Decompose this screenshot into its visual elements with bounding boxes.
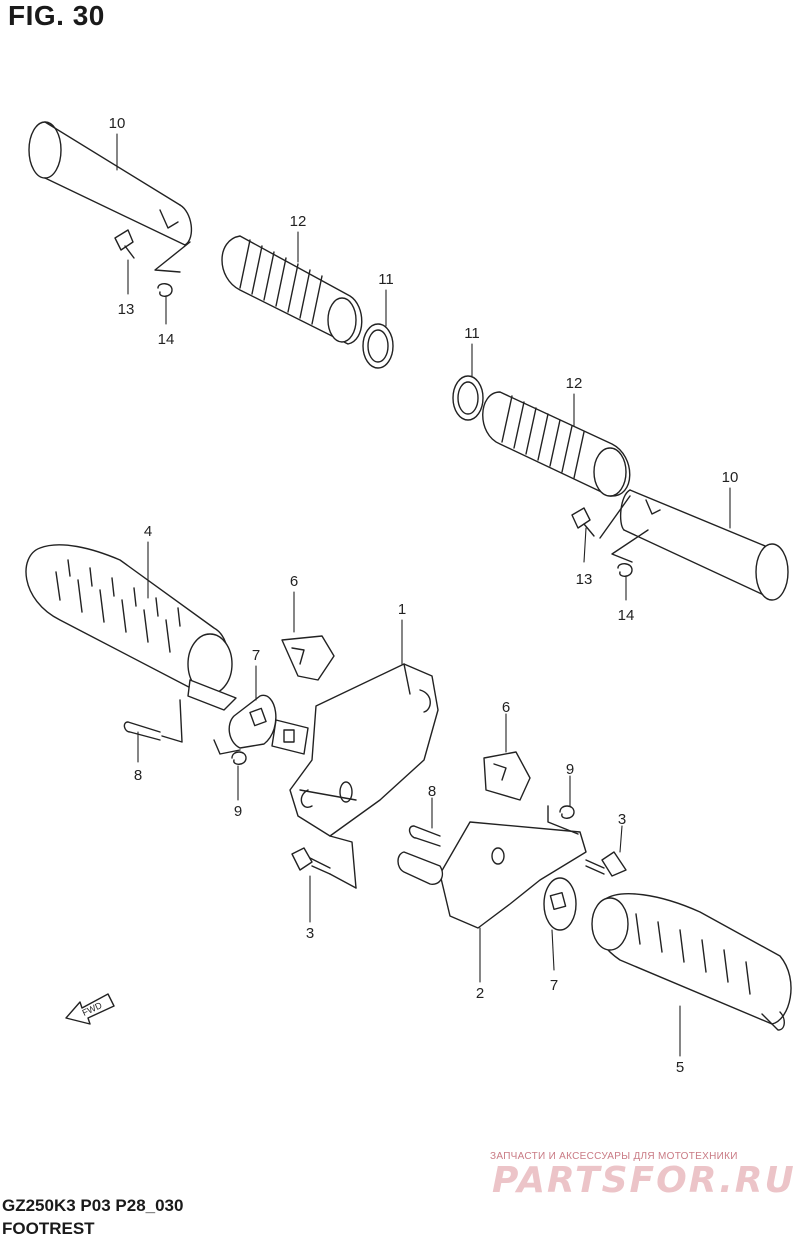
callout-rear-right-washer: 11 (464, 325, 480, 342)
rear-right-washer[interactable] (452, 375, 484, 421)
front-left-pin[interactable] (123, 721, 161, 741)
watermark-brand: PARTSFOR.RU (492, 1160, 796, 1201)
rear-right-pin[interactable] (571, 507, 595, 537)
callout-rear-left-washer: 11 (378, 271, 394, 288)
callout-rear-left-pin: 13 (118, 301, 135, 318)
rear-left-guide-line (154, 241, 191, 273)
front-left-washer[interactable] (228, 694, 277, 749)
rear-left-footrest-bar[interactable] (28, 121, 193, 246)
callout-rear-left-rubber: 12 (290, 213, 307, 230)
callout-front-right-footrest: 5 (676, 1059, 684, 1076)
callout-rear-right-cotter-pin: 14 (618, 607, 635, 624)
front-right-spring-holder[interactable] (483, 751, 531, 801)
rear-right-rubber[interactable] (482, 391, 631, 497)
rear-left-pin[interactable] (114, 229, 135, 259)
callout-front-right-bracket: 2 (476, 985, 484, 1002)
front-left-bracket[interactable] (289, 663, 439, 889)
callout-front-right-cotter-pin: 9 (566, 761, 574, 778)
callout-rear-right-rubber: 12 (566, 375, 583, 392)
fwd-direction-arrow: FWD (65, 993, 115, 1025)
front-left-bolt[interactable] (291, 847, 331, 875)
callout-front-left-bracket: 1 (398, 601, 406, 618)
callout-front-left-washer: 7 (252, 647, 260, 664)
front-left-cotter-pin[interactable] (231, 751, 247, 765)
front-right-footrest[interactable] (591, 893, 792, 1031)
front-left-spacer[interactable] (271, 719, 309, 755)
callout-front-left-pin: 8 (134, 767, 142, 784)
callout-front-right-spring-holder: 6 (502, 699, 510, 716)
watermark-subtitle: ЗАПЧАСТИ И АКСЕССУАРЫ ДЛЯ МОТОТЕХНИКИ (490, 1151, 738, 1162)
callout-rear-left-cotter-pin: 14 (158, 331, 175, 348)
callout-front-left-bolt: 3 (306, 925, 314, 942)
front-right-bracket[interactable] (397, 805, 587, 929)
figure-title: FIG. 30 (8, 0, 105, 31)
front-right-pin[interactable] (408, 825, 441, 847)
front-left-footrest[interactable] (25, 544, 237, 711)
callout-front-left-spring-holder: 6 (290, 573, 298, 590)
callout-front-right-bolt: 3 (618, 811, 626, 828)
callout-front-right-pin: 8 (428, 783, 436, 800)
rear-right-cotter-pin[interactable] (617, 563, 633, 577)
callout-front-left-footrest: 4 (144, 523, 152, 540)
front-right-bolt[interactable] (585, 851, 627, 877)
front-left-spring-holder[interactable] (281, 635, 335, 681)
front-right-cotter-pin[interactable] (559, 805, 575, 819)
callout-numbers: 10 12 11 13 14 11 12 10 13 14 4 6 7 1 8 … (109, 115, 739, 1076)
callout-rear-right-footrest-bar: 10 (722, 469, 739, 486)
rear-left-cotter-pin[interactable] (157, 283, 173, 297)
rear-right-footrest-bar[interactable] (619, 489, 789, 601)
figure-name: FOOTREST (2, 1219, 95, 1238)
callout-rear-right-pin: 13 (576, 571, 593, 588)
front-right-washer[interactable] (543, 877, 577, 931)
model-code: GZ250K3 P03 P28_030 (2, 1196, 184, 1215)
callout-leaders (116, 133, 731, 1057)
front-left-guide-line (161, 699, 241, 755)
rear-left-washer[interactable] (362, 323, 394, 369)
callout-front-left-cotter-pin: 9 (234, 803, 242, 820)
rear-left-rubber[interactable] (221, 235, 363, 345)
rear-right-guide-line (599, 495, 649, 563)
callout-rear-left-footrest-bar: 10 (109, 115, 126, 132)
callout-front-right-washer: 7 (550, 977, 558, 994)
front-left-bolt-line (329, 873, 357, 889)
